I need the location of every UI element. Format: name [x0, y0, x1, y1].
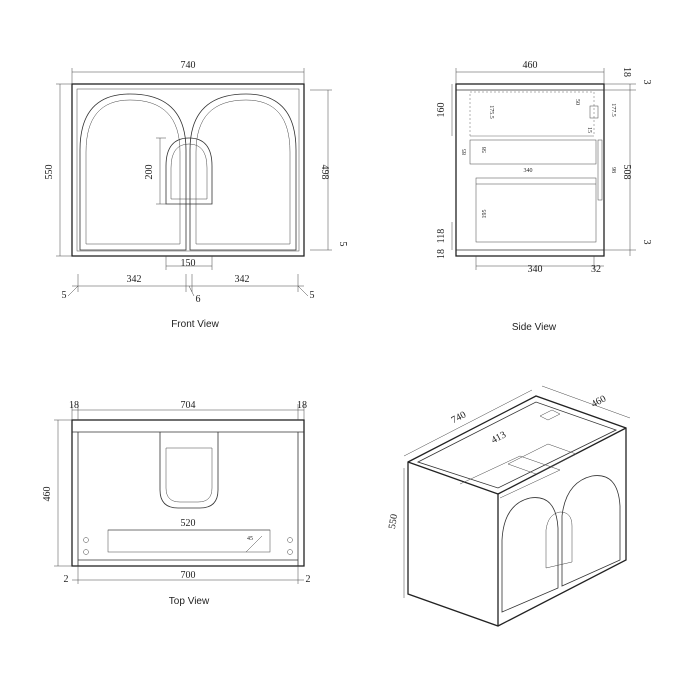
top-angle-dim: 45: [247, 536, 253, 542]
arch-left-dim: 342: [127, 274, 142, 285]
top-right-side-dim: 18: [297, 400, 307, 411]
iso-width-dim: 740: [450, 409, 468, 426]
side-85-dim: 85: [462, 149, 468, 155]
side-view-caption: Side View: [512, 322, 557, 333]
side-lower-height-dim: 118: [436, 229, 447, 244]
top-depth-dim: 460: [42, 487, 53, 502]
top-front-width-dim: 700: [181, 570, 196, 581]
center-gap-dim: 6: [196, 294, 201, 305]
iso-height-dim: 550: [387, 513, 400, 530]
top-left-side-dim: 18: [69, 400, 79, 411]
side-98-dim: 98: [610, 167, 616, 173]
side-view: 460 160 118 18 175.5 50 177.5 15 85 58 9…: [436, 60, 652, 333]
right-gap-dim: 5: [310, 290, 315, 301]
top-view-caption: Top View: [169, 596, 210, 607]
side-58-dim: 58: [482, 147, 488, 153]
isometric-view: 740 460 550 413: [387, 385, 631, 627]
side-inner-340-dim: 340: [524, 168, 533, 174]
side-upper-height-dim: 160: [436, 103, 447, 118]
side-front-height-dim: 508: [621, 165, 632, 180]
top-view: 704 18 18 460 520 45 700 2 2 Top View: [42, 400, 311, 607]
front-bottom-gap-dim: 5: [337, 242, 348, 247]
side-depth-dim: 460: [523, 60, 538, 71]
side-50-dim: 50: [574, 99, 580, 105]
front-inner-height-dim: 498: [319, 165, 330, 180]
front-height-dim: 550: [44, 165, 55, 180]
side-top-gap-dim: 3: [641, 80, 652, 85]
side-drawer-depth-dim: 340: [528, 264, 543, 275]
side-177-dim: 177.5: [610, 103, 616, 117]
top-right-gap-dim: 2: [306, 574, 311, 585]
top-drawer-width-dim: 520: [181, 518, 196, 529]
front-view-caption: Front View: [171, 319, 219, 330]
side-rear-inset-dim: 32: [591, 264, 601, 275]
front-view: 740 550 498 5 200 150 342 342 5 5 6 Fron…: [44, 60, 348, 330]
left-gap-dim: 5: [62, 290, 67, 301]
arch-right-dim: 342: [235, 274, 250, 285]
iso-drawer-dim: 413: [490, 429, 508, 446]
top-inner-width-dim: 704: [181, 400, 196, 411]
iso-depth-dim: 460: [590, 393, 608, 410]
side-bottom-gap-dim: 3: [641, 240, 652, 245]
side-top-thk-dim: 18: [621, 67, 632, 77]
handle-height-dim: 200: [144, 165, 155, 180]
top-left-gap-dim: 2: [64, 574, 69, 585]
side-15-dim: 15: [586, 127, 592, 133]
side-bottom-thk-dim: 18: [436, 249, 447, 259]
handle-width-dim: 150: [181, 258, 196, 269]
side-195-dim: 195: [482, 210, 488, 219]
side-175-dim: 175.5: [488, 105, 494, 119]
front-width-dim: 740: [181, 60, 196, 71]
